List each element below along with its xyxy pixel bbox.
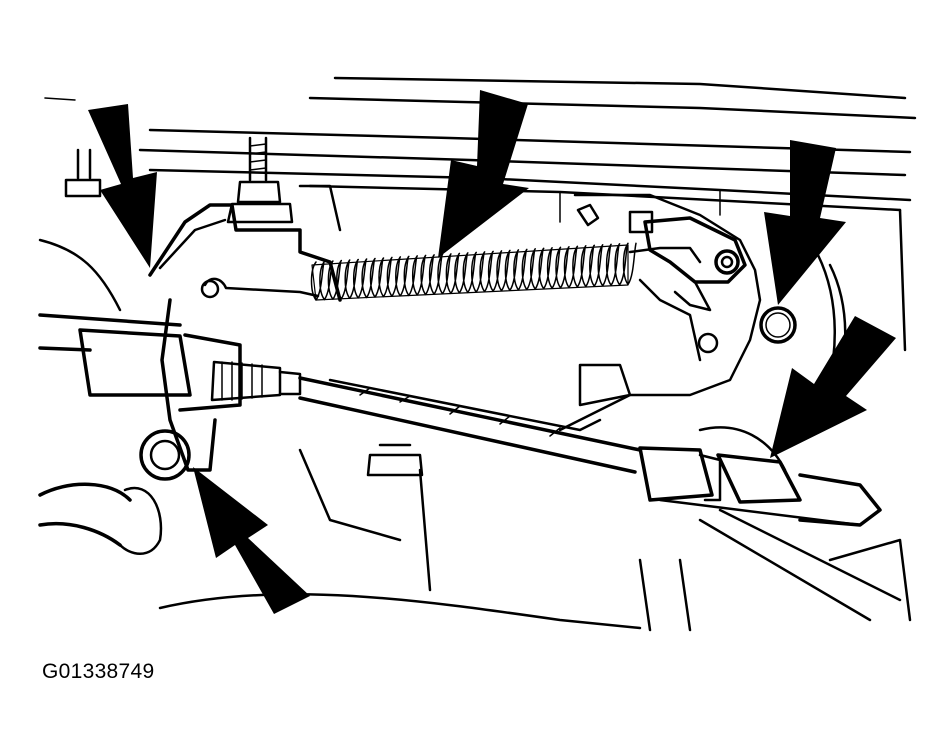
callout-arrow-3 <box>764 140 846 305</box>
brake-cable <box>38 313 642 474</box>
callout-arrows <box>88 90 896 614</box>
bracket-plate <box>148 184 762 472</box>
mounting-bolt <box>139 429 424 481</box>
callout-arrow-1 <box>88 104 157 268</box>
lever-arm <box>628 210 747 312</box>
threaded-stud <box>226 136 294 224</box>
callout-arrow-4 <box>770 316 896 458</box>
tension-spring <box>200 242 702 301</box>
cable-connector <box>638 446 902 622</box>
hose <box>38 482 163 555</box>
frame-rails <box>44 76 917 352</box>
callout-arrow-5 <box>193 467 310 614</box>
underbody <box>38 238 912 632</box>
frame-bolt-left <box>64 148 102 198</box>
figure-id-label: G01338749 <box>42 660 155 683</box>
callout-arrow-2 <box>438 90 529 258</box>
